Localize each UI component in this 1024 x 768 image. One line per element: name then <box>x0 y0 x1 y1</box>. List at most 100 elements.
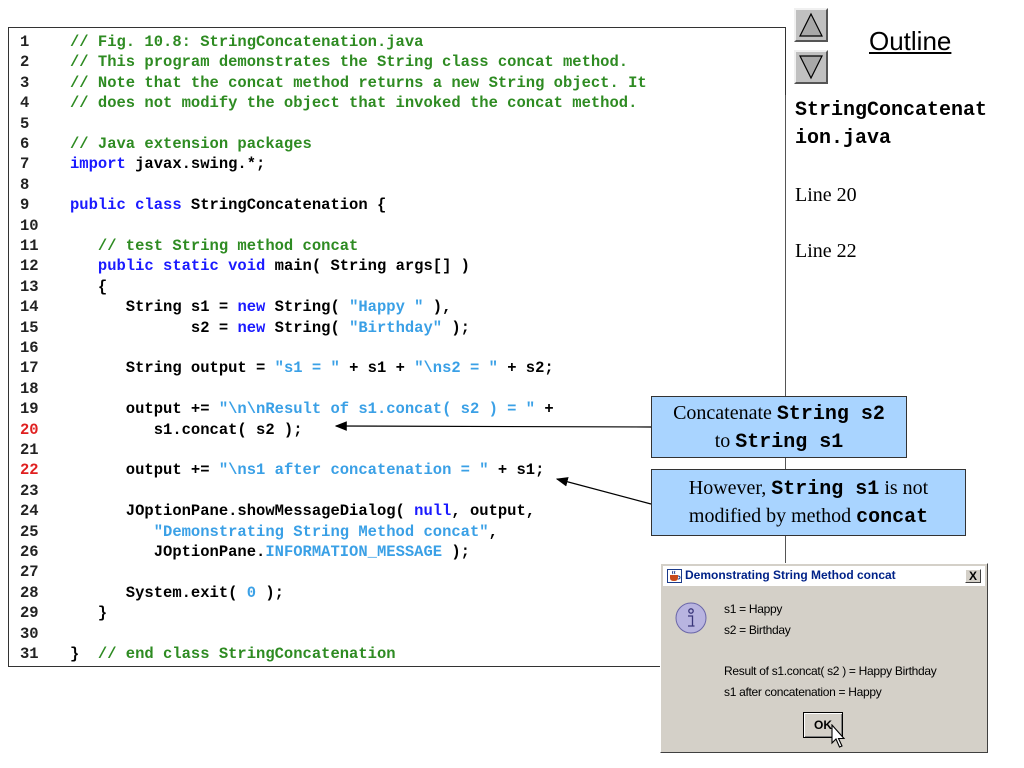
line-number: 22 <box>20 461 39 480</box>
code-text: String s1 = new String( "Happy " ), <box>70 297 452 317</box>
callout-not-modified-line-1: However, String s1 is not <box>652 475 965 503</box>
code-token: null <box>414 502 452 521</box>
code-token: main( String args[] ) <box>265 257 470 276</box>
code-token: String output = <box>70 359 275 378</box>
outline-filename: StringConcatenat ion.java <box>795 97 1020 153</box>
line-number: 23 <box>20 481 39 500</box>
line-number: 14 <box>20 298 39 317</box>
dialog-message-line-1: s1 = Happy <box>724 602 783 616</box>
code-token: , output, <box>451 502 536 521</box>
dialog-close-button[interactable]: X <box>965 569 981 583</box>
code-text: // Note that the concat method returns a… <box>70 73 647 93</box>
callout-code: String s1 <box>735 431 844 454</box>
next-slide-button[interactable] <box>794 50 828 84</box>
callout-text: modified by method <box>688 505 857 527</box>
code-token: javax.swing.*; <box>125 155 266 174</box>
line-number: 9 <box>20 196 30 215</box>
code-token: new <box>237 298 266 317</box>
code-text: output += "\n\nResult of s1.concat( s2 )… <box>70 399 554 419</box>
callout-concatenate-line-2: to String s1 <box>652 428 906 456</box>
line-number: 10 <box>20 216 39 235</box>
code-token: JOptionPane.showMessageDialog( <box>70 502 415 521</box>
line-number: 5 <box>20 114 30 133</box>
code-token: "Birthday" <box>349 318 443 337</box>
code-token: import <box>70 155 126 174</box>
code-text: s1.concat( s2 ); <box>70 420 303 440</box>
outline-line-ref-20: Line 20 <box>795 184 857 206</box>
code-text: JOptionPane.INFORMATION_MESSAGE ); <box>70 542 470 562</box>
code-text: // This program demonstrates the String … <box>70 52 628 72</box>
code-text: import javax.swing.*; <box>70 154 265 174</box>
mouse-cursor-icon <box>831 724 846 748</box>
code-token: "\ns1 after concatenation = " <box>218 461 489 480</box>
code-token: + s1; <box>488 461 545 480</box>
code-token: String( <box>265 298 350 317</box>
line-number: 11 <box>20 237 39 255</box>
code-text: System.exit( 0 ); <box>70 583 284 603</box>
code-text: // Java extension packages <box>70 134 312 154</box>
line-number: 15 <box>20 318 39 337</box>
line-number: 2 <box>20 53 30 72</box>
code-text: } <box>70 603 107 623</box>
code-token: ), <box>423 298 452 317</box>
code-token: , <box>488 522 498 541</box>
code-token: "Happy " <box>349 298 424 317</box>
code-token: // This program demonstrates the String … <box>70 53 629 72</box>
line-number: 13 <box>20 277 39 296</box>
dialog-message-line-5: s1 after concatenation = Happy <box>724 685 882 699</box>
code-token: 0 <box>246 583 257 602</box>
code-token: System.exit( <box>70 583 247 602</box>
code-token: "s1 = " <box>274 359 340 378</box>
outline-line-ref-22: Line 22 <box>795 240 857 262</box>
line-number: 28 <box>20 583 39 602</box>
code-token: StringConcatenation { <box>181 196 387 215</box>
code-text: // Fig. 10.8: StringConcatenation.java <box>70 32 423 52</box>
outline-divider <box>785 95 786 595</box>
callout-text: However, <box>688 477 772 499</box>
code-text: { <box>70 277 107 297</box>
line-number: 8 <box>20 175 30 194</box>
callout-text: Concatenate <box>673 402 777 424</box>
code-token: // test String method concat <box>97 237 359 255</box>
callout-concatenate-line-1: Concatenate String s2 <box>652 400 906 428</box>
line-number: 20 <box>20 420 39 439</box>
callout-code: String s1 <box>771 478 880 501</box>
filename-part-1: StringConcatenat <box>795 99 988 122</box>
code-token: JOptionPane. <box>70 543 266 561</box>
line-number: 12 <box>20 257 39 276</box>
line-number: 18 <box>20 379 39 398</box>
callout-not-modified: However, String s1 is not modified by me… <box>651 469 966 536</box>
callout-not-modified-line-2: modified by method concat <box>652 503 965 531</box>
line-number: 1 <box>20 33 30 51</box>
info-icon <box>675 602 707 634</box>
code-text: // does not modify the object that invok… <box>70 93 637 113</box>
triangle-up-icon <box>799 12 823 37</box>
code-text: String output = "s1 = " + s1 + "\ns2 = "… <box>70 358 554 378</box>
line-number: 26 <box>20 543 39 561</box>
code-token: s2 = <box>70 318 238 337</box>
code-text: output += "\ns1 after concatenation = " … <box>70 460 545 480</box>
dialog-title: Demonstrating String Method concat <box>685 568 896 582</box>
code-token: new <box>237 318 266 337</box>
code-token: output += <box>70 461 219 480</box>
code-token: // Java extension packages <box>70 135 312 153</box>
code-token: // Note that the concat method returns a… <box>70 73 647 92</box>
line-number: 27 <box>20 563 39 582</box>
outline-link[interactable]: Outline <box>869 26 952 56</box>
code-text: public class StringConcatenation { <box>70 195 386 215</box>
callout-text: is not <box>879 477 929 499</box>
code-token: "\n\nResult of s1.concat( s2 ) = " <box>218 400 536 419</box>
dialog-titlebar[interactable]: Demonstrating String Method concat X <box>663 566 985 586</box>
line-number: 19 <box>20 400 39 419</box>
arrow-to-line-22 <box>555 477 652 505</box>
code-token: // end class StringConcatenation <box>97 645 396 663</box>
code-token: public class <box>70 196 182 215</box>
line-number: 30 <box>20 624 39 643</box>
previous-slide-button[interactable] <box>794 8 828 42</box>
line-number: 17 <box>20 359 39 378</box>
line-number: 21 <box>20 441 39 459</box>
code-token: } <box>70 645 98 663</box>
code-token: output += <box>70 400 219 419</box>
line-number: 25 <box>20 522 39 541</box>
